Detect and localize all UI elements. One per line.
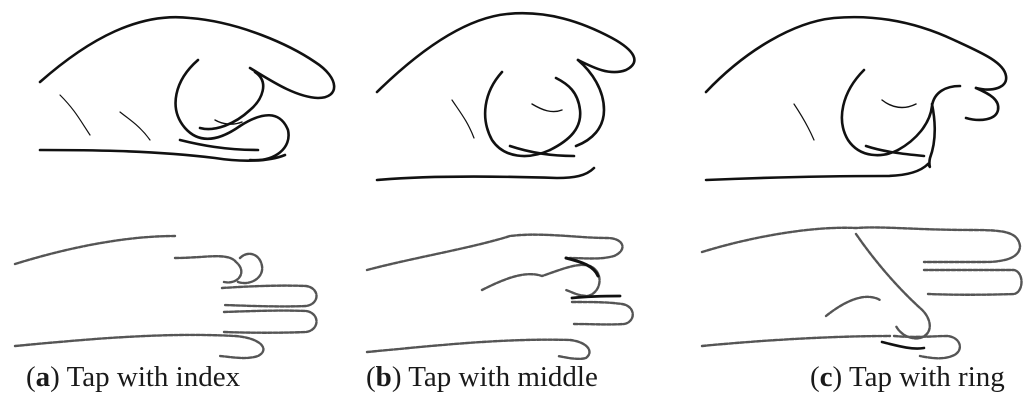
hand-sketch-index-tap (40, 17, 334, 161)
caption-panel-c: (c) Tap with ring (810, 360, 1027, 394)
caption-panel-b: (b) Tap with middle (366, 360, 708, 394)
panel-a-drawings (0, 0, 342, 360)
panel-letter: c (820, 361, 833, 393)
panel-b: (b) Tap with middle (342, 0, 684, 412)
panel-letter: a (36, 361, 51, 393)
panel-c-drawings (684, 0, 1026, 360)
caption-text: Tap with index (67, 361, 241, 393)
hand-sketch-middle-tap (377, 13, 634, 180)
panel-letter: b (376, 361, 392, 393)
panel-c: (c) Tap with ring (684, 0, 1026, 412)
panel-a: (a) Tap with index (0, 0, 342, 412)
hand-outline-index-tap (15, 236, 317, 358)
hand-outline-ring-tap (702, 227, 1022, 358)
caption-text: Tap with middle (408, 361, 598, 393)
panel-b-drawings (342, 0, 684, 360)
caption-text: Tap with ring (849, 361, 1005, 393)
caption-panel-a: (a) Tap with index (26, 360, 368, 394)
hand-sketch-ring-tap (706, 17, 1006, 180)
hand-outline-middle-tap (367, 235, 633, 359)
